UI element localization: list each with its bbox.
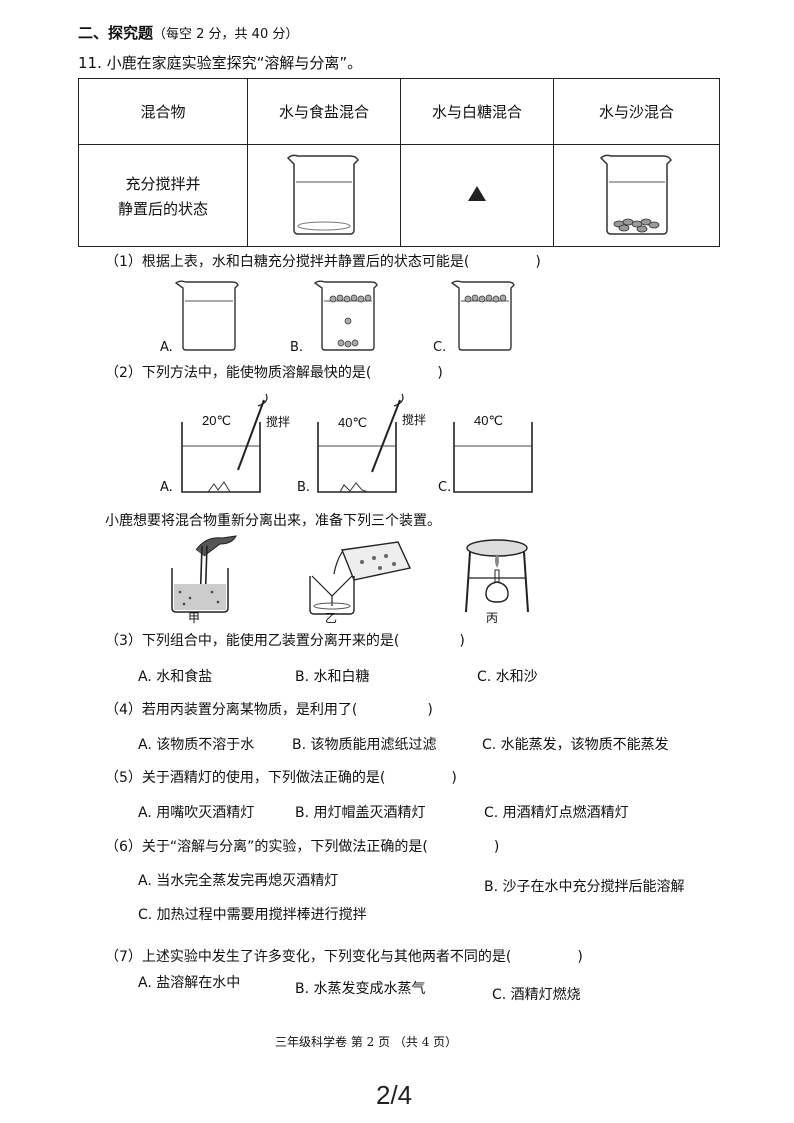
q2-option-c-label: C. bbox=[438, 480, 452, 495]
q5-option-b: B. 用灯帽盖灭酒精灯 bbox=[295, 805, 426, 821]
question-2-stem: （2）下列方法中，能使物质溶解最快的是() bbox=[105, 365, 443, 381]
question-4-stem: （4）若用丙装置分离某物质，是利用了() bbox=[105, 702, 433, 718]
setup-intro: 小鹿想要将混合物重新分离出来，准备下列三个装置。 bbox=[105, 513, 441, 529]
q2-option-b-label: B. bbox=[297, 480, 311, 495]
q6-option-a: A. 当水完全蒸发完再熄灭酒精灯 bbox=[138, 873, 339, 889]
question-7-stem: （7）上述实验中发生了许多变化，下列变化与其他两者不同的是() bbox=[105, 949, 583, 965]
q4-option-c: C. 水能蒸发，该物质不能蒸发 bbox=[482, 737, 669, 753]
q6-option-b: B. 沙子在水中充分搅拌后能溶解 bbox=[484, 879, 685, 895]
q7-option-b: B. 水蒸发变成水蒸气 bbox=[295, 981, 426, 997]
q4-option-a: A. 该物质不溶于水 bbox=[138, 737, 255, 753]
q6-option-c: C. 加热过程中需要用搅拌棒进行搅拌 bbox=[138, 907, 367, 923]
table-row-label: 充分搅拌并 静置后的状态 bbox=[78, 144, 248, 247]
q1-option-a-label: A. bbox=[160, 340, 173, 355]
q3-option-c: C. 水和沙 bbox=[477, 669, 538, 685]
sand-water-beaker-cell bbox=[553, 144, 720, 247]
device-yi-label: 乙 bbox=[325, 611, 338, 625]
salt-water-beaker-cell bbox=[247, 144, 401, 247]
question-5-stem: （5）关于酒精灯的使用，下列做法正确的是() bbox=[105, 770, 457, 786]
q1-option-b-label: B. bbox=[290, 340, 304, 355]
beaker-image bbox=[286, 154, 359, 235]
mixture-table: 混合物 水与食盐混合 水与白糖混合 水与沙混合 充分搅拌并 静置后的状态 bbox=[78, 78, 720, 247]
beaker-image bbox=[599, 154, 672, 235]
q5-option-a: A. 用嘴吹灭酒精灯 bbox=[138, 805, 255, 821]
q2-option-c-container bbox=[453, 422, 533, 493]
q1-option-a-beaker bbox=[174, 280, 239, 351]
q2-option-a-stir-label: 搅拌 bbox=[266, 415, 291, 429]
q1-option-b-beaker bbox=[313, 280, 378, 351]
question-6-stem: （6）关于“溶解与分离”的实验，下列做法正确的是() bbox=[105, 839, 500, 855]
q7-option-c: C. 酒精灯燃烧 bbox=[492, 987, 581, 1003]
q2-option-c-temperature: 40℃ bbox=[474, 413, 504, 428]
q2-option-a-temperature: 20℃ bbox=[202, 413, 232, 428]
device-yi-filtering bbox=[309, 541, 412, 615]
table-header-cell: 混合物 bbox=[78, 78, 248, 145]
table-header-cell: 水与食盐混合 bbox=[247, 78, 401, 145]
page-indicator: 2/4 bbox=[376, 1080, 413, 1110]
q1-option-c-label: C. bbox=[433, 340, 447, 355]
device-bing-label: 丙 bbox=[486, 611, 499, 625]
section-heading: 二、探究题（每空 2 分，共 40 分） bbox=[78, 24, 299, 42]
q2-option-b-stir-label: 搅拌 bbox=[402, 413, 427, 427]
q1-option-c-beaker bbox=[450, 280, 515, 351]
q2-option-b-container bbox=[317, 393, 404, 493]
sugar-water-cell bbox=[400, 144, 554, 247]
device-bing-evaporating bbox=[465, 539, 529, 613]
device-jia-stirring bbox=[171, 535, 237, 613]
page-footer: 三年级科学卷 第 2 页 （共 4 页） bbox=[275, 1035, 458, 1049]
table-header-cell: 水与白糖混合 bbox=[400, 78, 554, 145]
q2-option-a-container bbox=[181, 393, 268, 493]
device-jia-label: 甲 bbox=[188, 611, 201, 625]
q3-option-b: B. 水和白糖 bbox=[295, 669, 370, 685]
question-3-stem: （3）下列组合中，能使用乙装置分离开来的是() bbox=[105, 633, 465, 649]
q5-option-c: C. 用酒精灯点燃酒精灯 bbox=[484, 805, 629, 821]
q7-option-a: A. 盐溶解在水中 bbox=[138, 975, 241, 991]
q2-option-b-temperature: 40℃ bbox=[338, 415, 368, 430]
question-1-stem: （1）根据上表，水和白糖充分搅拌并静置后的状态可能是() bbox=[105, 254, 541, 270]
triangle-placeholder-icon bbox=[468, 186, 486, 201]
question-11-title: 11. 小鹿在家庭实验室探究“溶解与分离”。 bbox=[78, 54, 363, 72]
q3-option-a: A. 水和食盐 bbox=[138, 669, 213, 685]
q2-option-a-label: A. bbox=[160, 480, 173, 495]
table-header-cell: 水与沙混合 bbox=[553, 78, 720, 145]
q4-option-b: B. 该物质能用滤纸过滤 bbox=[292, 737, 437, 753]
